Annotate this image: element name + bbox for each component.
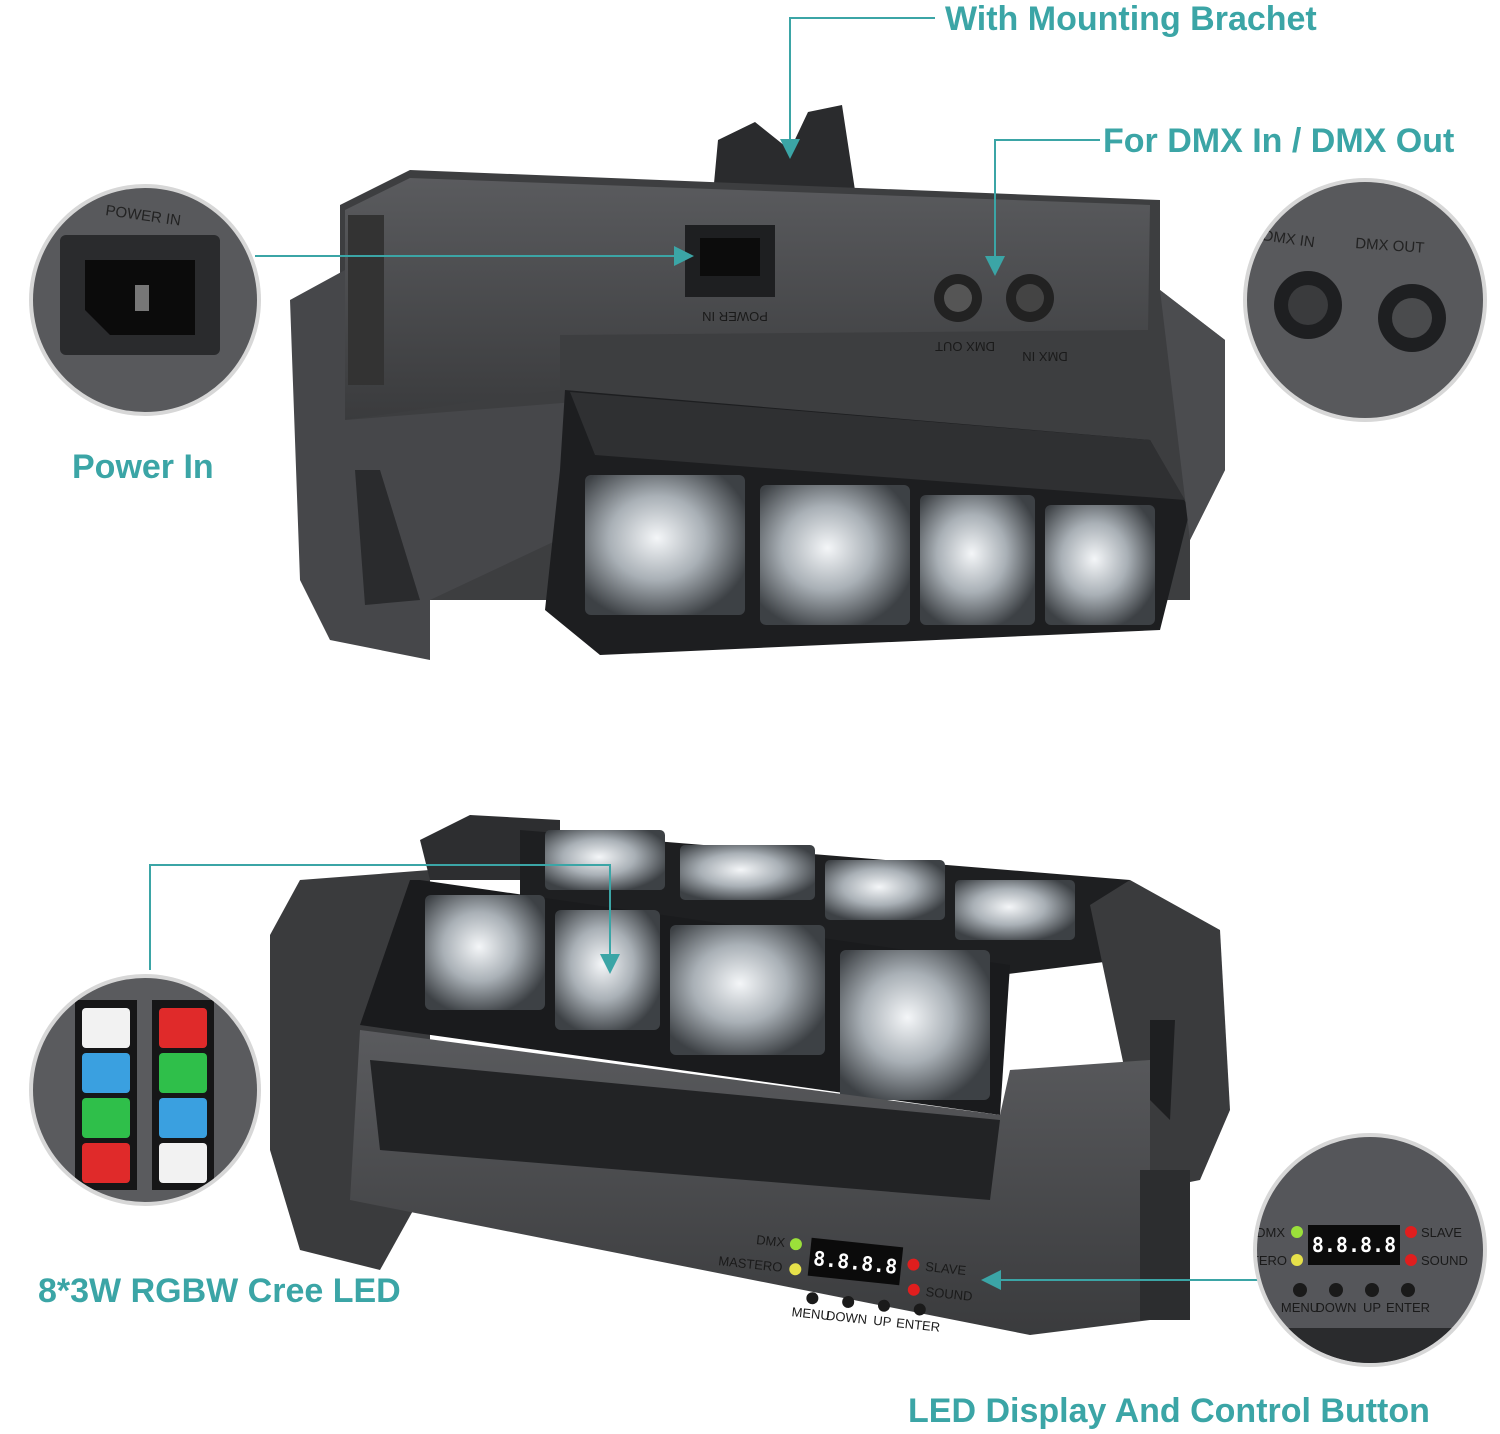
power-in-label: POWER IN xyxy=(702,309,768,324)
control-panel: DMX MASTERO 8.8.8.8 SLAVE SOUND MENU DOW… xyxy=(718,1232,973,1335)
led-lens xyxy=(1045,505,1155,625)
inset-menu-button xyxy=(1293,1283,1307,1297)
rgbw-led-cell xyxy=(82,1098,130,1138)
led-lens xyxy=(670,925,825,1055)
rgbw-led-cell xyxy=(159,1053,207,1093)
led-lens xyxy=(840,950,990,1100)
inset-down-label: DOWN xyxy=(1315,1300,1356,1315)
led-display xyxy=(807,1237,904,1286)
callout-dmx: For DMX In / DMX Out xyxy=(985,122,1454,276)
dmx-label: DMX xyxy=(756,1232,787,1250)
side-label-plate xyxy=(348,215,384,385)
callout-power: Power In xyxy=(72,246,694,486)
callout-led: 8*3W RGBW Cree LED xyxy=(38,864,620,1310)
callout-mounting-label: With Mounting Brachet xyxy=(945,0,1317,38)
inset-dmx-label: DMX xyxy=(1256,1225,1285,1240)
inset-led-display: DMX STERO 8.8.8.8 SLAVE SOUND MENU DOWN … xyxy=(1242,1133,1487,1367)
master-indicator-led xyxy=(789,1263,802,1276)
led-lens xyxy=(920,495,1035,625)
bottom-fixture: DMX MASTERO 8.8.8.8 SLAVE SOUND MENU DOW… xyxy=(270,815,1230,1335)
rgbw-led-cell xyxy=(82,1008,130,1048)
inset-led-readout: 8.8.8.8 xyxy=(1312,1233,1396,1257)
callout-display-label: LED Display And Control Button xyxy=(908,1392,1430,1430)
callout-mounting: With Mounting Brachet xyxy=(780,0,1317,159)
led-lens xyxy=(760,485,910,625)
inset-rgbw-led xyxy=(29,974,261,1206)
dmx-in-label: DMX IN xyxy=(1022,349,1068,364)
top-fixture: POWER IN DMX OUT DMX IN xyxy=(290,105,1225,660)
inset-slave-label: SLAVE xyxy=(1421,1225,1462,1240)
led-lens xyxy=(585,475,745,615)
dmx-out-label: DMX OUT xyxy=(935,339,995,354)
rgbw-led-cell xyxy=(159,1098,207,1138)
rgbw-led-cell xyxy=(159,1143,207,1183)
rgbw-led-cell xyxy=(82,1143,130,1183)
enter-label: ENTER xyxy=(895,1315,940,1335)
bottom-back-lens-row xyxy=(545,830,1075,940)
inset-menu-label: MENU xyxy=(1281,1300,1319,1315)
inset-dmx-out-label: DMX OUT xyxy=(1355,235,1425,257)
rgbw-led-cell xyxy=(82,1053,130,1093)
led-lens xyxy=(825,860,945,920)
callout-power-label: Power In xyxy=(72,448,214,486)
callout-led-label: 8*3W RGBW Cree LED xyxy=(38,1272,401,1310)
top-body-panel xyxy=(345,178,1150,420)
inset-dmx: DMX IN DMX OUT xyxy=(1243,178,1487,422)
callout-dmx-label: For DMX In / DMX Out xyxy=(1103,122,1454,160)
inset-sound-label: SOUND xyxy=(1421,1253,1468,1268)
led-lens xyxy=(545,830,665,890)
led-lens xyxy=(425,895,545,1010)
bottom-front-lens-row xyxy=(425,895,990,1100)
inset-power-in: POWER IN xyxy=(29,184,261,416)
top-lens-row xyxy=(585,475,1155,625)
inset-led-display-screen xyxy=(1308,1225,1400,1265)
inset-slave-led xyxy=(1405,1226,1417,1238)
inset-mode-led xyxy=(1291,1254,1303,1266)
up-button[interactable] xyxy=(877,1299,890,1312)
led-lens xyxy=(680,845,815,900)
inset-sound-led xyxy=(1405,1254,1417,1266)
led-lens xyxy=(555,910,660,1030)
slave-label: SLAVE xyxy=(925,1259,968,1278)
led-lens xyxy=(955,880,1075,940)
menu-button[interactable] xyxy=(806,1292,819,1305)
inset-enter-label: ENTER xyxy=(1386,1300,1430,1315)
sound-label: SOUND xyxy=(925,1284,973,1304)
slave-indicator-led xyxy=(907,1258,920,1271)
dmx-indicator-led xyxy=(789,1238,802,1251)
callout-display: LED Display And Control Button xyxy=(908,1270,1430,1430)
down-label: DOWN xyxy=(825,1308,868,1327)
menu-label: MENU xyxy=(791,1304,831,1323)
inset-up-label: UP xyxy=(1363,1300,1381,1315)
inset-mode-label: STERO xyxy=(1242,1253,1287,1268)
inset-up-button xyxy=(1365,1283,1379,1297)
master-label: MASTERO xyxy=(718,1253,784,1275)
sound-indicator-led xyxy=(907,1283,920,1296)
up-label: UP xyxy=(873,1313,893,1330)
enter-button[interactable] xyxy=(913,1303,926,1316)
down-button[interactable] xyxy=(842,1295,855,1308)
rgbw-led-cell xyxy=(159,1008,207,1048)
inset-down-button xyxy=(1329,1283,1343,1297)
side-label-plate xyxy=(1140,1170,1190,1320)
inset-enter-button xyxy=(1401,1283,1415,1297)
inset-dmx-led xyxy=(1291,1226,1303,1238)
